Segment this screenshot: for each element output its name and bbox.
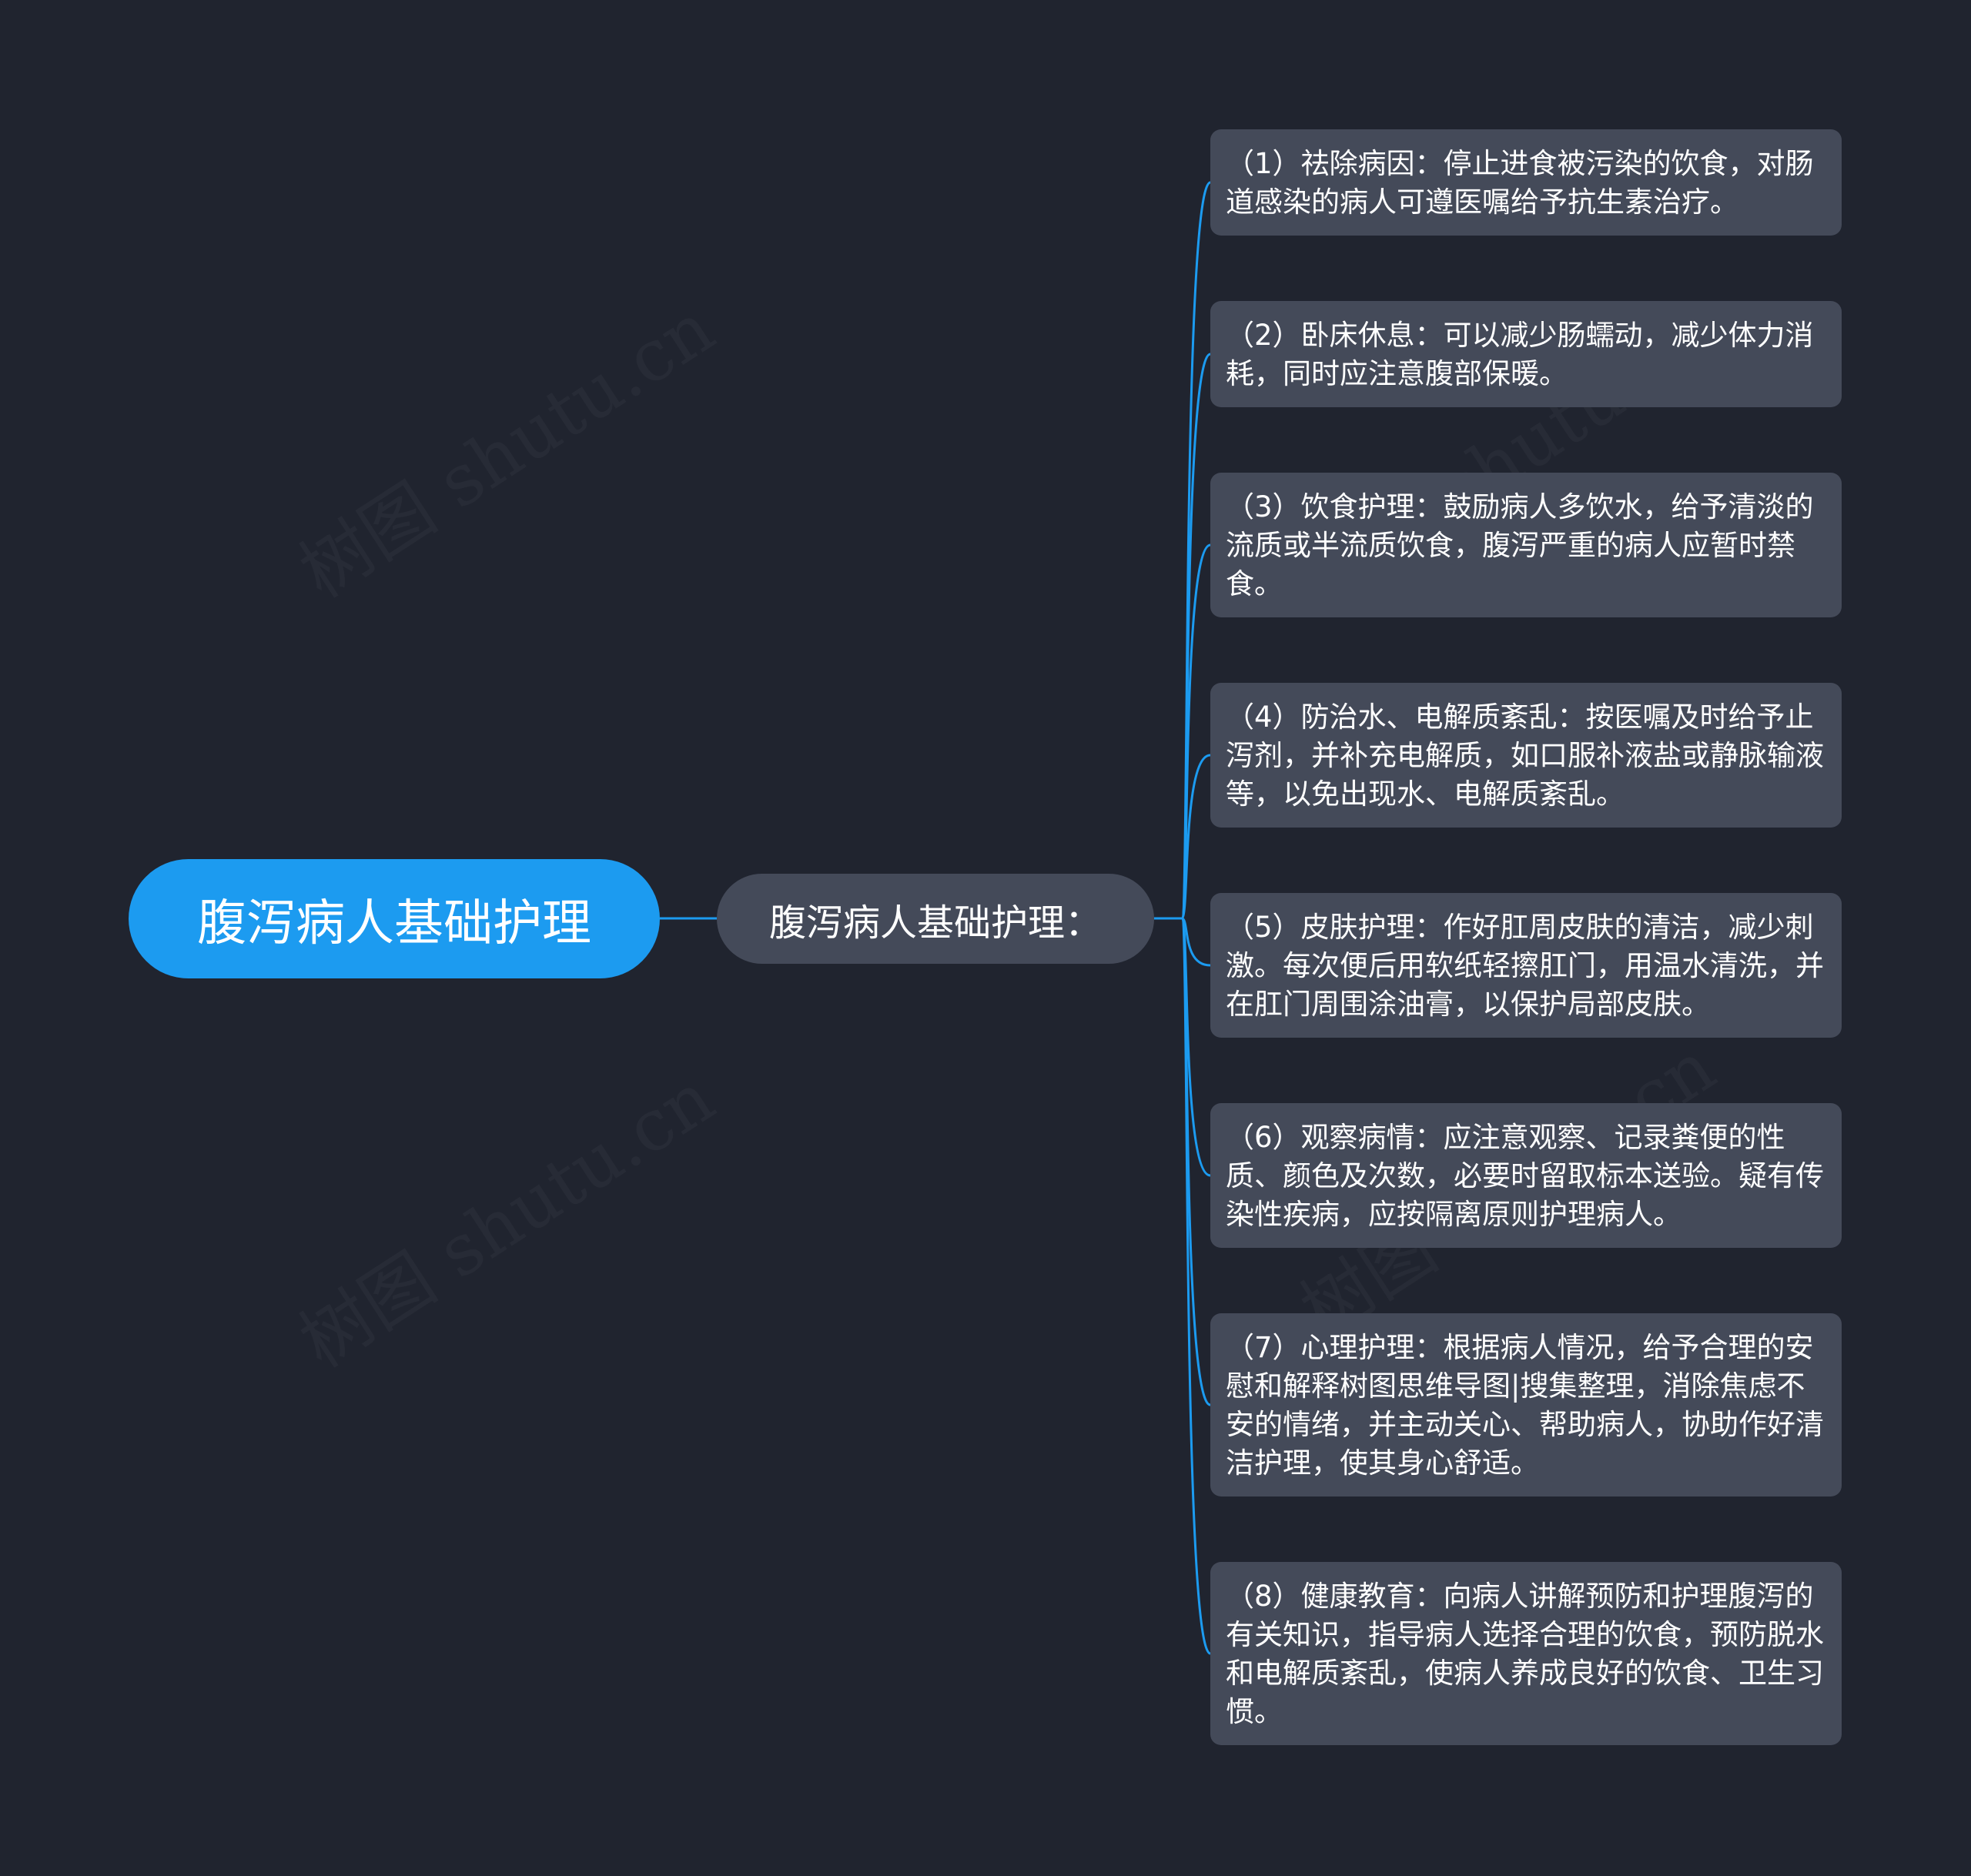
branch-to-leaf-connector-7 bbox=[1154, 917, 1211, 1406]
branch-to-leaf-connector-2 bbox=[1154, 353, 1211, 920]
branch-to-leaf-connector-5 bbox=[1154, 917, 1211, 967]
leaf-node-7[interactable]: （7）心理护理：根据病人情况，给予合理的安慰和解释树图思维导图|搜集整理，消除焦… bbox=[1210, 1313, 1842, 1496]
branch-to-leaf-connector-1 bbox=[1154, 181, 1212, 920]
leaf-node-text: （5）皮肤护理：作好肛周皮肤的清洁，减少刺激。每次便后用软纸轻擦肛门，用温水清洗… bbox=[1226, 911, 1824, 1021]
branch-node[interactable]: 腹泻病人基础护理： bbox=[717, 874, 1154, 964]
leaf-node-text: （6）观察病情：应注意观察、记录粪便的性质、颜色及次数，必要时留取标本送验。疑有… bbox=[1226, 1121, 1824, 1231]
leaf-node-6[interactable]: （6）观察病情：应注意观察、记录粪便的性质、颜色及次数，必要时留取标本送验。疑有… bbox=[1210, 1103, 1842, 1248]
leaf-node-text: （3）饮食护理：鼓励病人多饮水，给予清淡的流质或半流质饮食，腹泻严重的病人应暂时… bbox=[1226, 490, 1814, 600]
leaf-node-text: （8）健康教育：向病人讲解预防和护理腹泻的有关知识，指导病人选择合理的饮食，预防… bbox=[1226, 1580, 1824, 1728]
leaf-node-1[interactable]: （1）祛除病因：停止进食被污染的饮食，对肠道感染的病人可遵医嘱给予抗生素治疗。 bbox=[1210, 129, 1842, 236]
leaf-node-text: （7）心理护理：根据病人情况，给予合理的安慰和解释树图思维导图|搜集整理，消除焦… bbox=[1226, 1331, 1824, 1480]
leaf-node-text: （2）卧床休息：可以减少肠蠕动，减少体力消耗，同时应注意腹部保暖。 bbox=[1226, 319, 1814, 390]
branch-to-leaf-connector-3 bbox=[1154, 543, 1211, 920]
root-node-label: 腹泻病人基础护理 bbox=[197, 895, 591, 952]
leaf-node-5[interactable]: （5）皮肤护理：作好肛周皮肤的清洁，减少刺激。每次便后用软纸轻擦肛门，用温水清洗… bbox=[1210, 893, 1842, 1038]
leaf-node-3[interactable]: （3）饮食护理：鼓励病人多饮水，给予清淡的流质或半流质饮食，腹泻严重的病人应暂时… bbox=[1210, 473, 1842, 617]
branch-to-leaf-connector-8 bbox=[1154, 917, 1212, 1655]
leaf-node-text: （1）祛除病因：停止进食被污染的饮食，对肠道感染的病人可遵医嘱给予抗生素治疗。 bbox=[1226, 147, 1814, 219]
root-node[interactable]: 腹泻病人基础护理 bbox=[129, 859, 660, 978]
branch-node-label: 腹泻病人基础护理： bbox=[768, 901, 1102, 945]
leaf-node-4[interactable]: （4）防治水、电解质紊乱：按医嘱及时给予止泻剂，并补充电解质，如口服补液盐或静脉… bbox=[1210, 683, 1842, 828]
leaf-node-text: （4）防治水、电解质紊乱：按医嘱及时给予止泻剂，并补充电解质，如口服补液盐或静脉… bbox=[1226, 701, 1824, 811]
leaf-node-2[interactable]: （2）卧床休息：可以减少肠蠕动，减少体力消耗，同时应注意腹部保暖。 bbox=[1210, 301, 1842, 407]
branch-to-leaf-connector-6 bbox=[1154, 917, 1211, 1177]
leaf-node-8[interactable]: （8）健康教育：向病人讲解预防和护理腹泻的有关知识，指导病人选择合理的饮食，预防… bbox=[1210, 1562, 1842, 1745]
branch-to-leaf-connector-4 bbox=[1154, 754, 1211, 920]
